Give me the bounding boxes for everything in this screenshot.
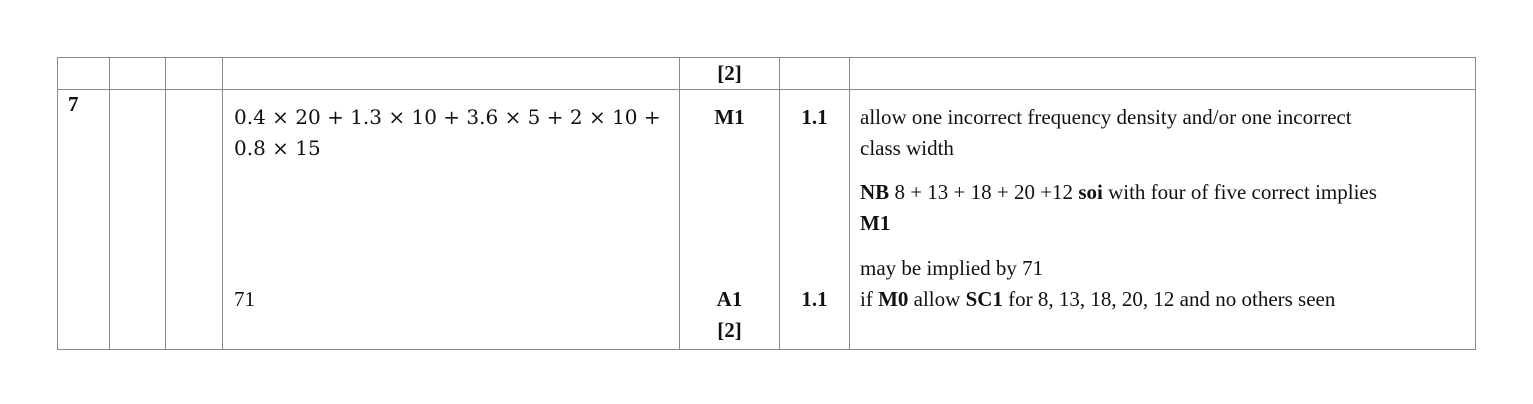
- guidance-nb-note: NB 8 + 13 + 18 + 20 +12 soi with four of…: [860, 180, 1377, 235]
- guidance-implied: may be implied by 71 if M0 allow SC1 for…: [860, 256, 1336, 311]
- question-number: 7: [57, 89, 110, 350]
- marks-total: [2]: [679, 57, 780, 90]
- question-7-row: 7 0.4 × 20 + 1.3 × 10 + 3.6 × 5 + 2 × 10…: [57, 89, 1476, 350]
- question-number-cell: [57, 57, 110, 90]
- ao-1: 1.1: [801, 105, 828, 129]
- ao-cell: 1.1 1.1: [779, 89, 850, 350]
- mark-m1: M1: [714, 105, 745, 129]
- ao-2: 1.1: [801, 287, 828, 311]
- guidance-cell: [849, 57, 1476, 90]
- subpart-cell: [165, 89, 223, 350]
- marks-cell: M1 A1 [2]: [679, 89, 780, 350]
- subpart-cell: [165, 57, 223, 90]
- guidance-allow-incorrect: allow one incorrect frequency density an…: [860, 105, 1352, 160]
- previous-question-row: [2]: [57, 57, 1476, 90]
- answer-final: 71: [234, 287, 255, 311]
- answer-working-line-2: 0.8 × 15: [234, 136, 321, 160]
- marks-total: [2]: [717, 318, 742, 342]
- mark-scheme-table: [2] 7 0.4 × 20 + 1.3 × 10 + 3.6 × 5 + 2 …: [57, 57, 1476, 350]
- answer-working-line-1: 0.4 × 20 + 1.3 × 10 + 3.6 × 5 + 2 × 10 +: [234, 105, 661, 129]
- answer-cell: [222, 57, 680, 90]
- guidance-cell: allow one incorrect frequency density an…: [849, 89, 1476, 350]
- part-cell: [109, 57, 166, 90]
- part-cell: [109, 89, 166, 350]
- mark-a1: A1: [716, 287, 743, 311]
- ao-cell: [779, 57, 850, 90]
- answer-cell: 0.4 × 20 + 1.3 × 10 + 3.6 × 5 + 2 × 10 +…: [222, 89, 680, 350]
